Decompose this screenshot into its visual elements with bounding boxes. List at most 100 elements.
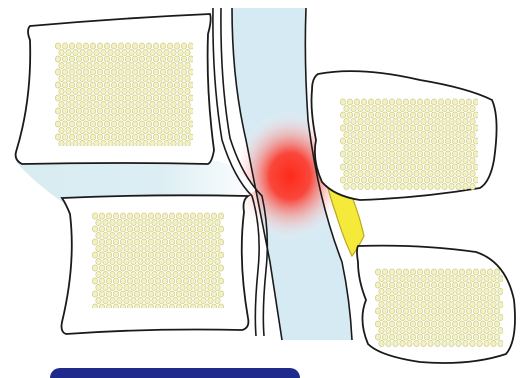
marrow-cell (347, 151, 352, 157)
marrow-cell (125, 95, 130, 101)
marrow-cell (166, 297, 171, 303)
marrow-cell (153, 121, 158, 127)
marrow-cell (55, 121, 60, 127)
marrow-cell (365, 105, 370, 111)
marrow-cell (494, 282, 499, 288)
marrow-cell (120, 265, 125, 271)
marrow-cell (160, 69, 165, 75)
marrow-cell (204, 278, 209, 284)
marrow-cell (134, 226, 139, 232)
marrow-cell (372, 183, 377, 189)
marrow-cell (208, 258, 213, 264)
marrow-cell (386, 144, 391, 150)
marrow-cell (424, 177, 429, 183)
marrow-cell (407, 314, 412, 320)
marrow-cell (171, 127, 176, 133)
marrow-cell (66, 127, 71, 133)
marrow-cell (473, 295, 478, 301)
marrow-cell (139, 43, 144, 49)
marrow-cell (358, 118, 363, 124)
marrow-cell (108, 88, 113, 94)
marrow-cell (403, 295, 408, 301)
marrow-cell (173, 271, 178, 277)
marrow-cell (187, 232, 192, 238)
marrow-cell (124, 258, 129, 264)
marrow-cell (442, 314, 447, 320)
marrow-cell (477, 275, 482, 281)
marrow-cell (129, 140, 134, 146)
marrow-cell (347, 177, 352, 183)
marrow-cell (139, 95, 144, 101)
marrow-cell (113, 226, 118, 232)
marrow-cell (473, 269, 478, 275)
marrow-cell (473, 334, 478, 340)
marrow-cell (143, 88, 148, 94)
marrow-cell (456, 183, 461, 189)
marrow-cell (445, 321, 450, 327)
marrow-cell (470, 157, 475, 163)
marrow-cell (152, 284, 157, 290)
marrow-cell (368, 138, 373, 144)
marrow-cell (115, 62, 120, 68)
marrow-cell (428, 157, 433, 163)
marrow-cell (145, 258, 150, 264)
marrow-cell (452, 151, 457, 157)
marrow-cell (494, 269, 499, 275)
marrow-cell (477, 327, 482, 333)
marrow-cell (487, 308, 492, 314)
marrow-cell (87, 101, 92, 107)
marrow-cell (150, 127, 155, 133)
marrow-cell (438, 295, 443, 301)
marrow-cell (167, 82, 172, 88)
marrow-cell (83, 82, 88, 88)
marrow-cell (80, 140, 85, 146)
marrow-cell (129, 75, 134, 81)
marrow-cell (204, 291, 209, 297)
marrow-cell (379, 327, 384, 333)
marrow-cell (361, 99, 366, 105)
marrow-cell (344, 131, 349, 137)
marrow-cell (470, 288, 475, 294)
marrow-cell (111, 56, 116, 62)
marrow-cell (407, 327, 412, 333)
marrow-cell (410, 164, 415, 170)
marrow-cell (379, 118, 384, 124)
marrow-cell (90, 56, 95, 62)
marrow-cell (127, 226, 132, 232)
marrow-cell (438, 269, 443, 275)
marrow-cell (442, 131, 447, 137)
marrow-cell (187, 258, 192, 264)
marrow-cell (117, 232, 122, 238)
marrow-cell (211, 226, 216, 232)
marrow-cell (171, 101, 176, 107)
marrow-cell (452, 295, 457, 301)
marrow-cell (104, 108, 109, 114)
marrow-cell (136, 114, 141, 120)
marrow-cell (55, 108, 60, 114)
marrow-cell (120, 278, 125, 284)
marrow-cell (97, 69, 102, 75)
marrow-cell (90, 43, 95, 49)
marrow-cell (127, 252, 132, 258)
marrow-cell (138, 258, 143, 264)
marrow-cell (97, 121, 102, 127)
marrow-cell (183, 226, 188, 232)
marrow-cell (393, 288, 398, 294)
marrow-cell (69, 82, 74, 88)
marrow-cell (473, 151, 478, 157)
marrow-cell (382, 282, 387, 288)
marrow-cell (101, 127, 106, 133)
marrow-cell (188, 43, 193, 49)
marrow-cell (428, 183, 433, 189)
marrow-cell (69, 95, 74, 101)
marrow-cell (372, 118, 377, 124)
marrow-cell (176, 265, 181, 271)
marrow-cell (152, 258, 157, 264)
marrow-cell (92, 291, 97, 297)
marrow-cell (211, 239, 216, 245)
marrow-cell (194, 245, 199, 251)
marrow-cell (421, 157, 426, 163)
marrow-cell (122, 114, 127, 120)
marrow-cell (155, 213, 160, 219)
marrow-cell (379, 170, 384, 176)
